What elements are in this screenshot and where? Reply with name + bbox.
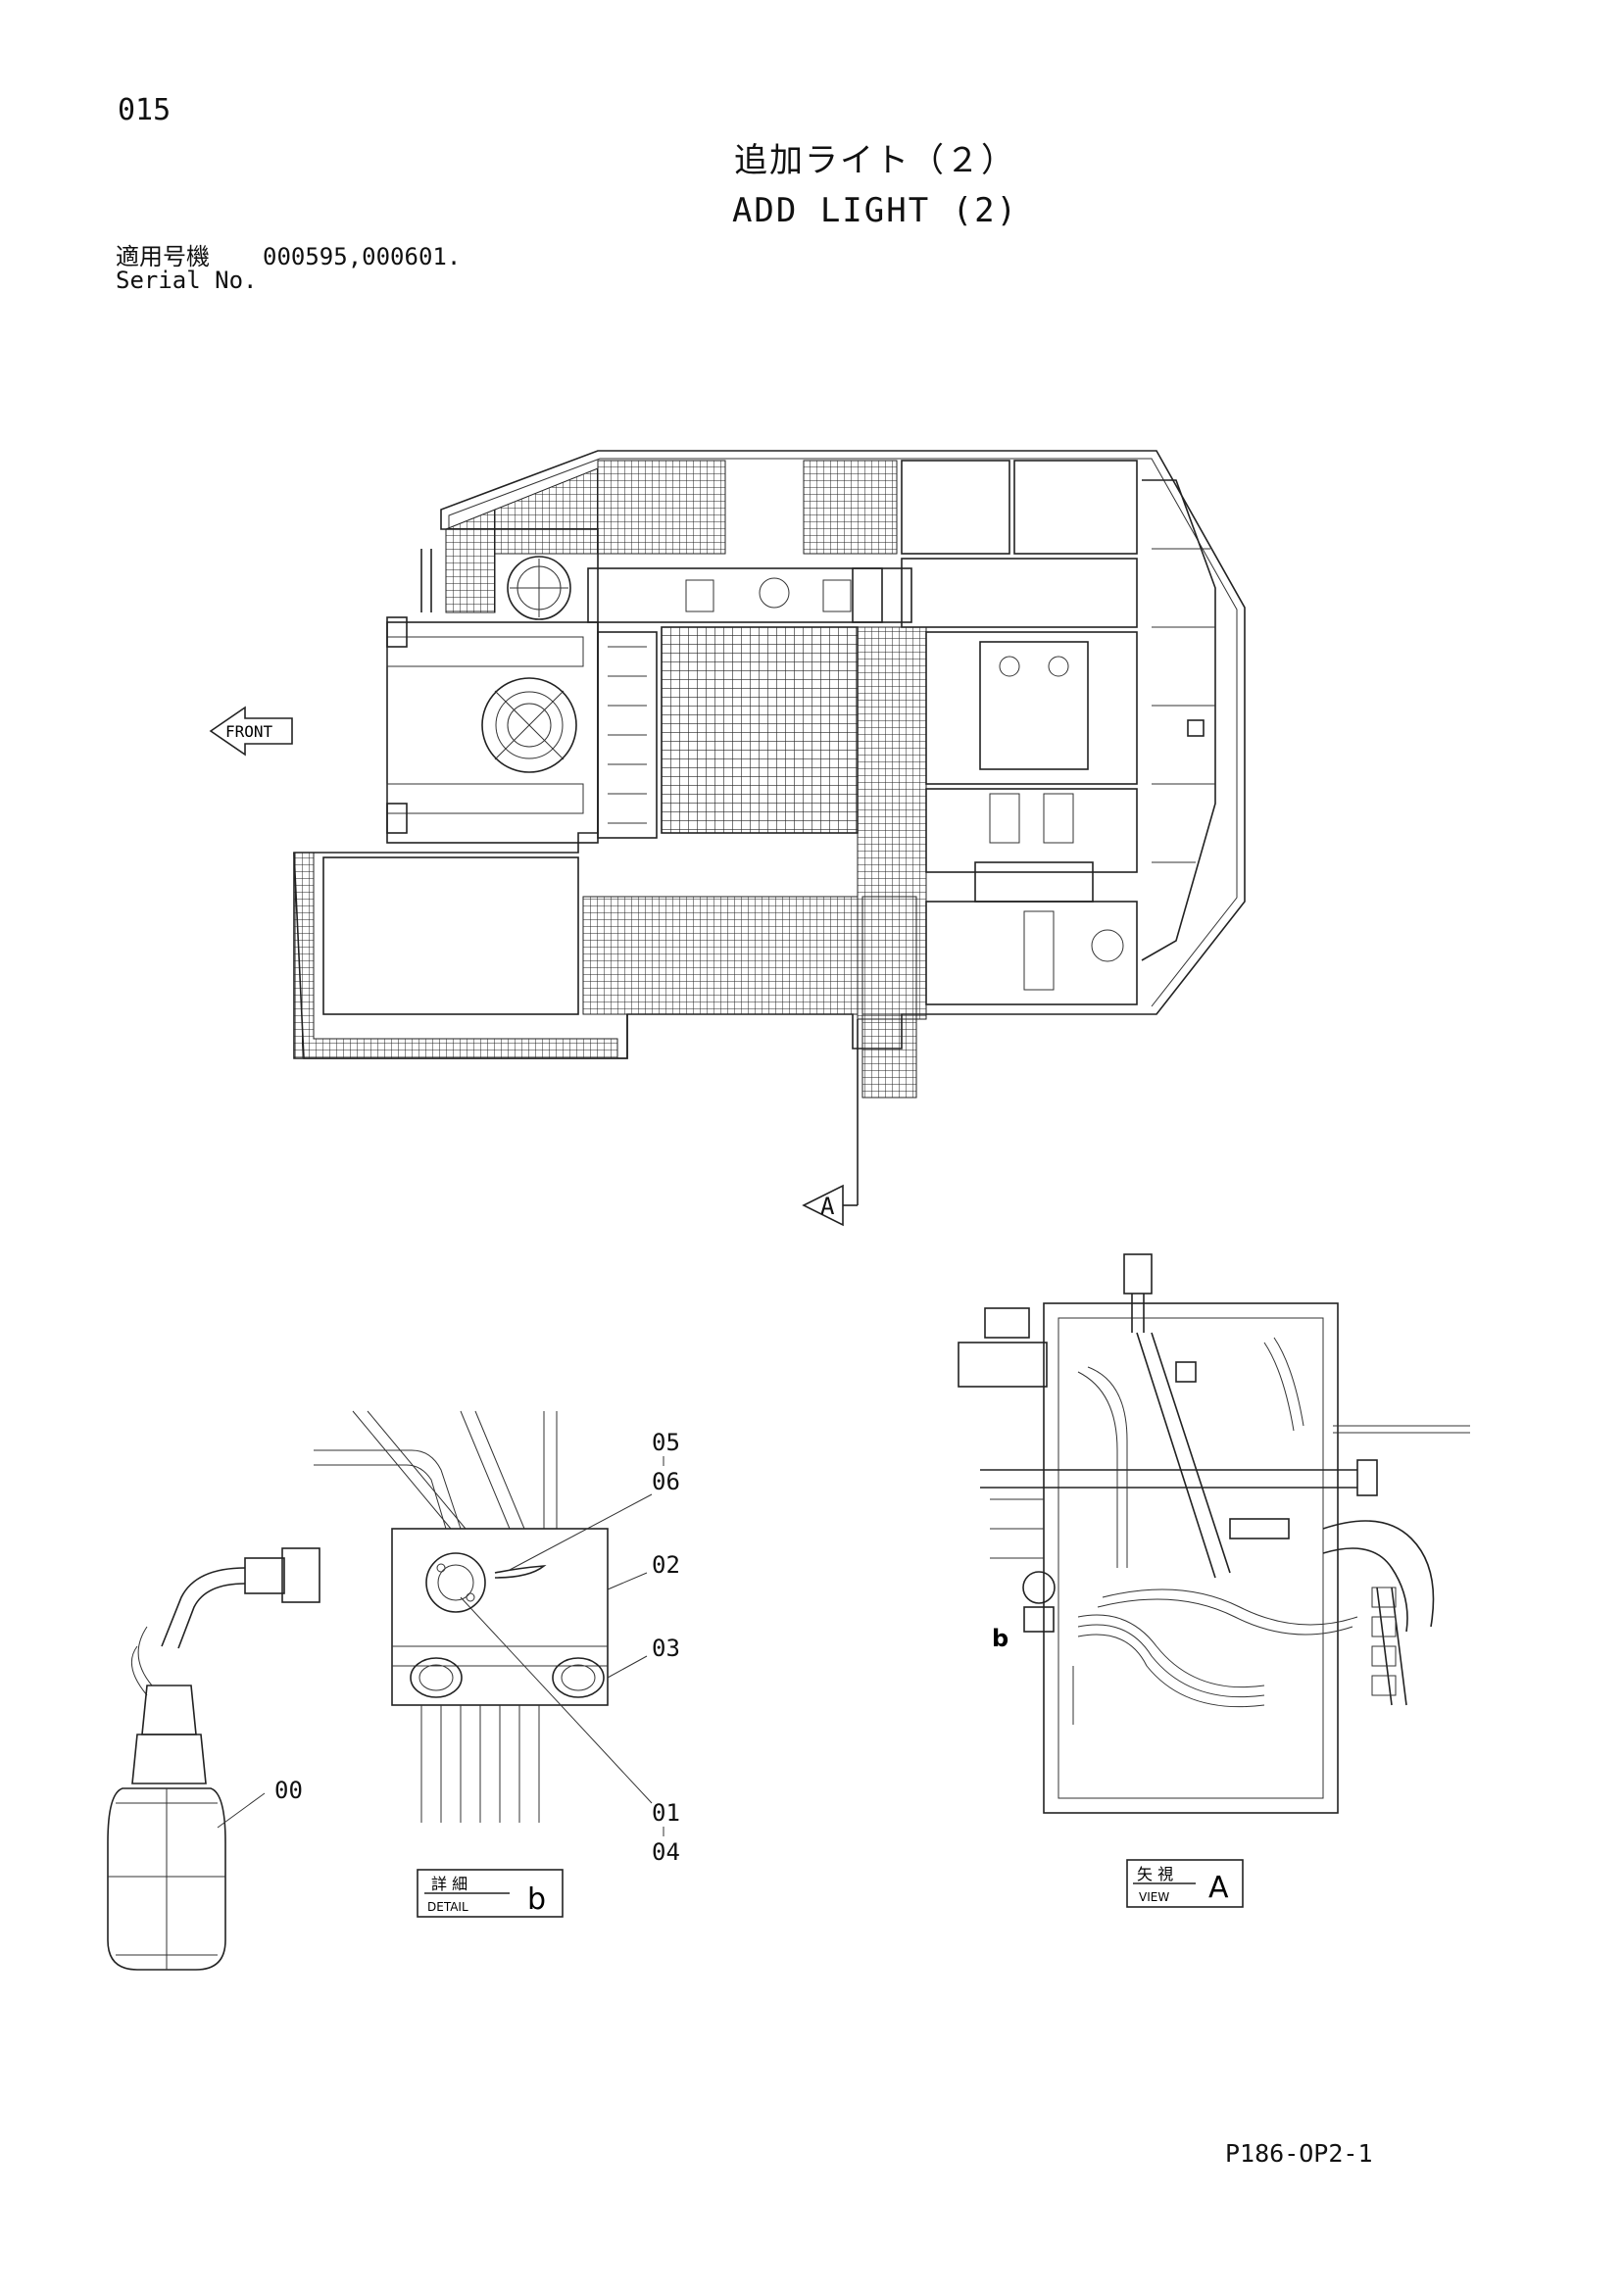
part-label-05: 05 (652, 1429, 680, 1456)
view-a-drawing (958, 1253, 1470, 1814)
serial-label-japanese: 適用号機 (116, 243, 210, 270)
view-letter: A (1208, 1871, 1229, 1905)
detail-label-jp: 詳 細 (431, 1875, 467, 1893)
part-label-04: 04 (652, 1838, 680, 1866)
work-lamp (107, 1547, 320, 1971)
view-a-label: A (820, 1193, 835, 1220)
view-label-en: VIEW (1139, 1890, 1169, 1904)
view-b-marker: b (992, 1625, 1008, 1652)
drawing-code: P186-OP2-1 (1225, 2139, 1373, 2168)
front-arrow: FRONT (209, 706, 293, 757)
view-label-jp: 矢 視 (1137, 1865, 1173, 1883)
part-label-01: 01 (652, 1799, 680, 1827)
serial-label-english: Serial No. (116, 267, 258, 294)
detail-label-en: DETAIL (427, 1900, 468, 1914)
detail-b-box: 詳 細 DETAIL b (417, 1869, 564, 1918)
part-label-06: 06 (652, 1468, 680, 1495)
part-label-02: 02 (652, 1551, 680, 1579)
part-label-00: 00 (274, 1777, 303, 1804)
detail-b-drawing (314, 1410, 653, 1823)
view-a-box: 矢 視 VIEW A (1126, 1859, 1244, 1908)
title-japanese: 追加ライト（２） (734, 141, 1016, 180)
view-a-arrow: A (802, 1019, 859, 1227)
machine-top-view (293, 450, 1246, 1099)
serial-values: 000595,000601. (263, 243, 462, 270)
page-number: 015 (118, 93, 172, 127)
title-english: ADD LIGHT (2) (731, 191, 1019, 230)
part-label-03: 03 (652, 1635, 680, 1662)
front-label: FRONT (225, 722, 273, 741)
detail-letter: b (527, 1882, 546, 1917)
